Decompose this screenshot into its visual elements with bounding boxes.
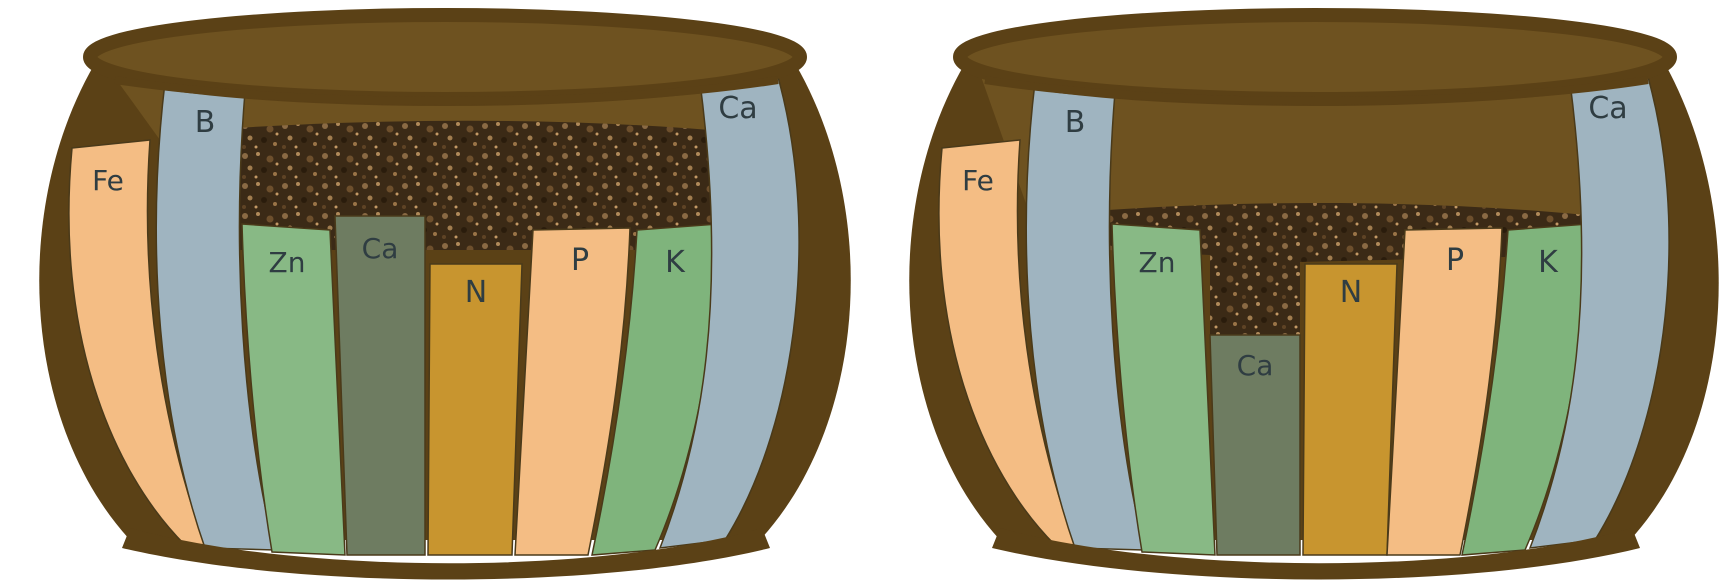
barrel-full: Fe B Zn Ca N P K Ca (39, 15, 851, 580)
barrel-limited: Fe B Zn Ca N P K Ca (909, 15, 1718, 580)
stave-label-zn: Zn (1139, 246, 1176, 279)
stave-label-p: P (571, 243, 589, 278)
stave-label-n: N (1340, 275, 1362, 310)
stave-label-ca-right: Ca (1588, 91, 1627, 126)
stave-label-k: K (1538, 245, 1559, 280)
stave-label-p: P (1446, 243, 1464, 278)
stave-label-b: B (1065, 105, 1086, 140)
stave-label-k: K (665, 245, 686, 280)
stave-label-ca-right: Ca (718, 91, 757, 126)
stave-label-b: B (195, 105, 216, 140)
stave-label-zn: Zn (269, 246, 306, 279)
stave-label-ca-mid: Ca (1237, 349, 1274, 382)
stave-label-fe: Fe (92, 164, 124, 197)
stave-label-ca-mid: Ca (362, 232, 399, 265)
stave-label-fe: Fe (962, 164, 994, 197)
stave-ca-mid (335, 216, 425, 555)
stave-label-n: N (465, 275, 487, 310)
